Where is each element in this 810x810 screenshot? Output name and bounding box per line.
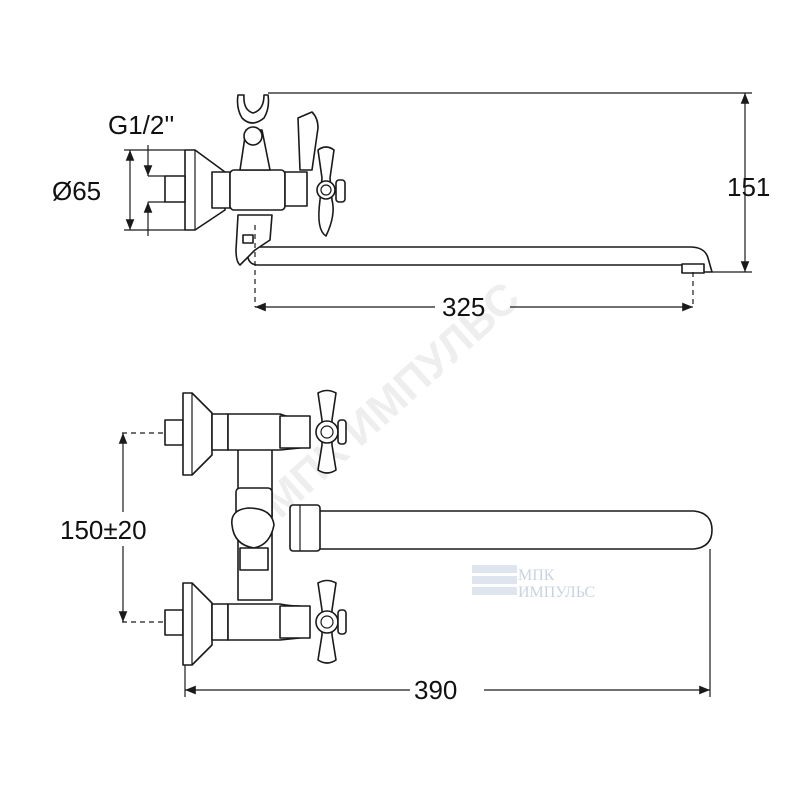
svg-text:МПК: МПК [518, 567, 555, 584]
height-label: 151 [727, 172, 770, 202]
side-view: 151 325 G1/2'' Ø65 [52, 92, 770, 322]
overall-length-label: 390 [414, 675, 457, 705]
top-view: 150±20 390 [60, 389, 713, 705]
spout-reach-label: 325 [442, 292, 485, 322]
flange-diameter-label: Ø65 [52, 176, 101, 206]
thread-label: G1/2'' [108, 110, 174, 140]
center-distance-label: 150±20 [60, 515, 147, 545]
svg-text:МПК ИМПУЛЬС: МПК ИМПУЛЬС [254, 273, 529, 528]
svg-text:ИМПУЛЬС: ИМПУЛЬС [518, 584, 595, 601]
watermark-logo: МПК ИМПУЛЬС [472, 565, 595, 601]
watermark-diagonal: МПК ИМПУЛЬС [254, 273, 529, 528]
